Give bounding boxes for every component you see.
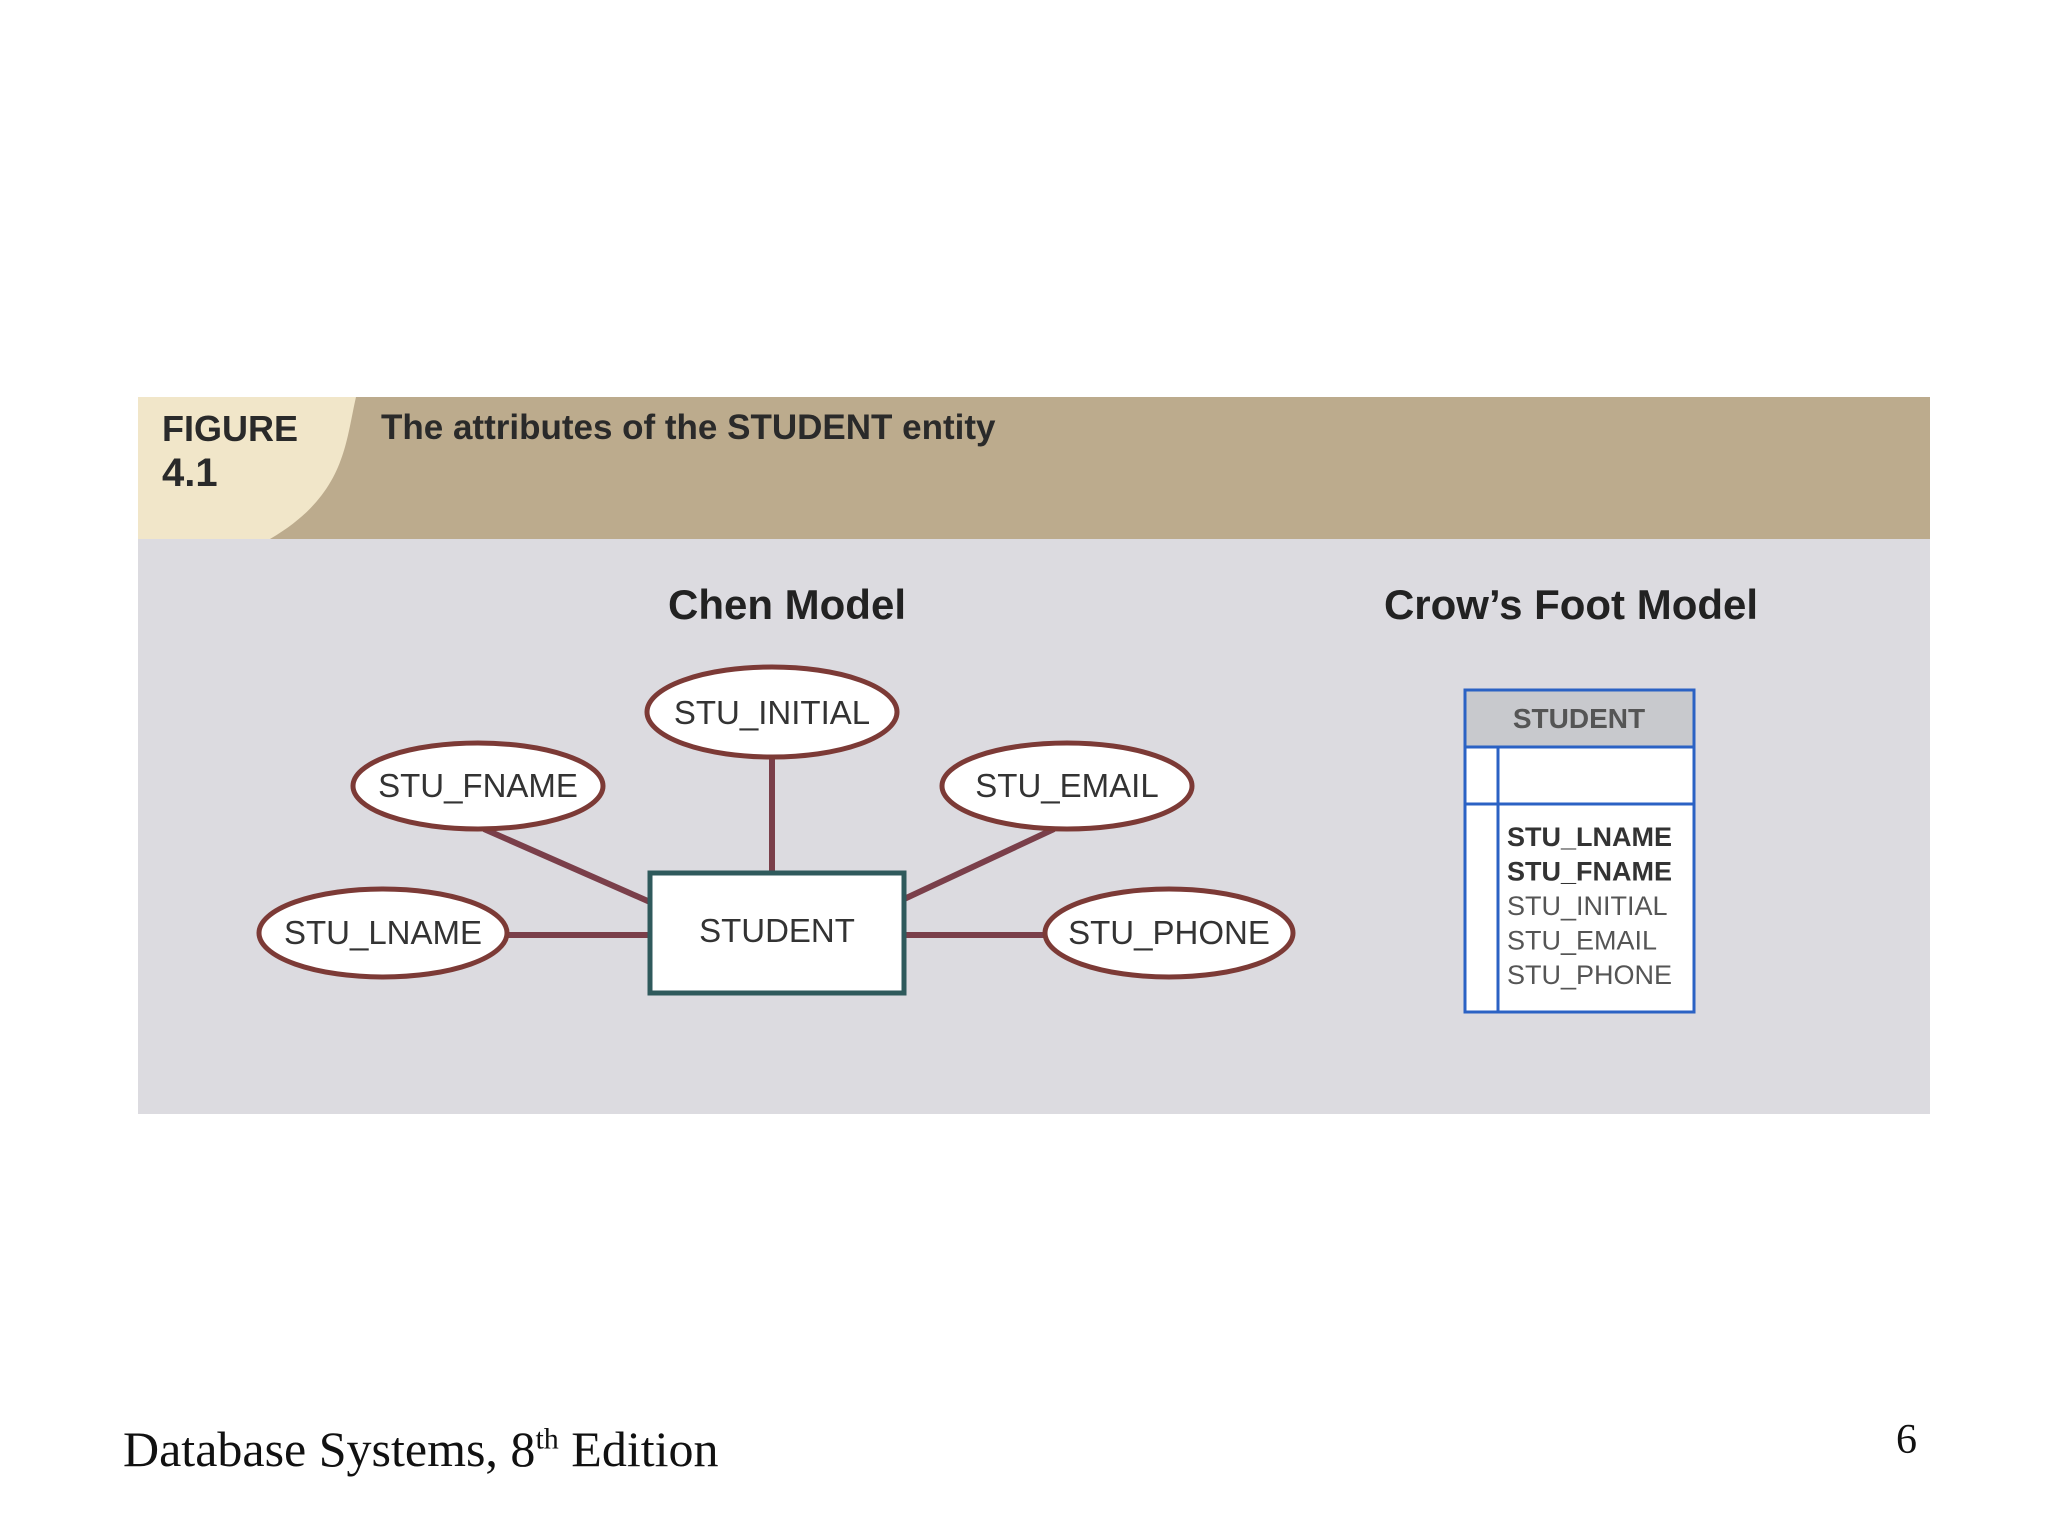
crows-foot-attribute: STU_LNAME xyxy=(1507,822,1672,852)
connector-email xyxy=(900,826,1056,903)
chen-model-title: Chen Model xyxy=(668,581,906,628)
chen-attribute-email: STU_EMAIL xyxy=(939,740,1195,832)
footer-title-suffix: Edition xyxy=(558,1421,719,1477)
attribute-label: STU_FNAME xyxy=(378,767,578,804)
crows-foot-table: STUDENT STU_LNAMESTU_FNAMESTU_INITIALSTU… xyxy=(1463,688,1696,1014)
chen-entity-box xyxy=(647,870,907,996)
attribute-ellipse xyxy=(939,740,1195,832)
crows-foot-attribute: STU_PHONE xyxy=(1507,960,1672,990)
chen-attribute-fname: STU_FNAME xyxy=(350,740,606,832)
crows-foot-key-row xyxy=(1463,745,1696,806)
attribute-ellipse xyxy=(644,664,900,760)
attribute-label: STU_PHONE xyxy=(1068,914,1270,951)
footer-book-title: Database Systems, 8th Edition xyxy=(123,1420,719,1478)
connector-fname xyxy=(482,826,652,905)
chen-connectors xyxy=(482,757,1056,938)
chen-attribute-phone: STU_PHONE xyxy=(1042,886,1296,980)
footer-title-sup: th xyxy=(535,1422,559,1456)
caption-band xyxy=(138,397,1930,539)
footer-title-prefix: Database Systems, 8 xyxy=(123,1421,536,1477)
chen-entity-label: STUDENT xyxy=(699,912,855,949)
attribute-ellipse xyxy=(256,886,510,980)
crows-foot-title: Crow’s Foot Model xyxy=(1384,581,1758,628)
crows-foot-attribute-box xyxy=(1463,802,1696,1014)
attribute-label: STU_LNAME xyxy=(284,914,482,951)
crows-foot-entity-name: STUDENT xyxy=(1513,703,1645,734)
crows-foot-attribute: STU_INITIAL xyxy=(1507,891,1668,921)
crows-foot-attribute: STU_EMAIL xyxy=(1507,926,1657,956)
attribute-label: STU_EMAIL xyxy=(975,767,1158,804)
attribute-label: STU_INITIAL xyxy=(674,694,870,731)
figure-caption: The attributes of the STUDENT entity xyxy=(381,408,996,447)
crows-foot-attribute: STU_FNAME xyxy=(1507,857,1672,887)
figure-label: FIGURE xyxy=(162,408,298,449)
crows-foot-header xyxy=(1463,688,1696,749)
attribute-ellipse xyxy=(1042,886,1296,980)
chen-attribute-initial: STU_INITIAL xyxy=(644,664,900,760)
figure-number: 4.1 xyxy=(162,451,218,495)
page-number: 6 xyxy=(1896,1417,1917,1463)
crows-foot-attribute-list: STU_LNAME STU_FNAME STU_INITIAL STU_EMAIL ST… xyxy=(1507,822,1672,990)
chen-attribute-lname: STU_LNAME xyxy=(256,886,510,980)
figure-tab xyxy=(138,397,356,539)
attribute-ellipse xyxy=(350,740,606,832)
